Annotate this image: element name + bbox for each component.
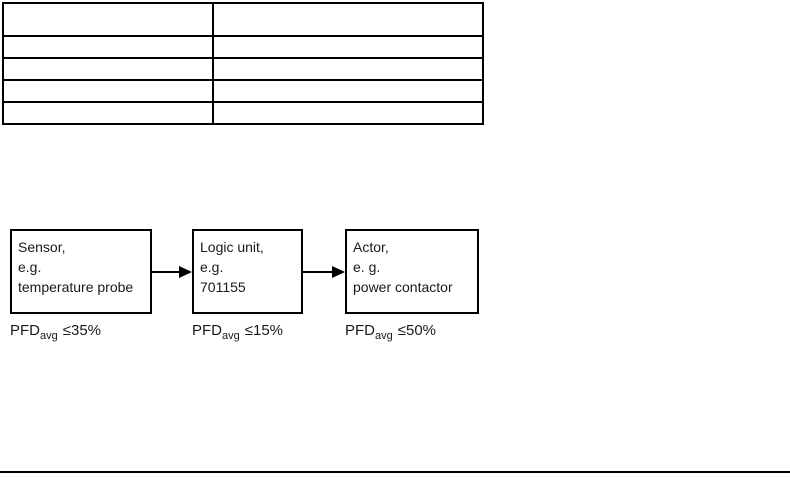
table-row: [1, 2, 484, 37]
box-line: Logic unit,: [200, 239, 264, 255]
actor-box: Actor, e. g. power contactor: [345, 229, 479, 314]
table-cell: [1, 79, 215, 103]
logic-unit-box: Logic unit, e.g. 701155: [192, 229, 303, 314]
table-row: [1, 101, 484, 125]
table-cell: [1, 101, 215, 125]
table-row: [1, 35, 484, 59]
box-line: e. g.: [353, 259, 381, 275]
table-cell: [1, 57, 215, 81]
pfd-label-actor: PFDavg ≤50%: [345, 322, 437, 342]
pfd-label-logic-unit: PFDavg ≤15%: [192, 322, 284, 342]
pfd-base: PFD: [192, 322, 222, 339]
box-line: e.g.: [200, 259, 224, 275]
pfd-base: PFD: [10, 322, 40, 339]
table-cell: [212, 35, 484, 59]
pfd-label-sensor: PFDavg ≤35%: [10, 322, 102, 342]
spec-table: [1, 2, 484, 125]
box-line: temperature probe: [18, 279, 134, 295]
table-cell: [212, 101, 484, 125]
pfd-value: ≤35%: [62, 322, 102, 339]
box-line: 701155: [200, 279, 246, 295]
arrow-right-icon: [303, 265, 345, 279]
pfd-subscript: avg: [375, 330, 393, 342]
table-row: [1, 79, 484, 103]
sensor-box: Sensor, e.g. temperature probe: [10, 229, 152, 314]
table-cell: [212, 2, 484, 37]
table-cell: [212, 57, 484, 81]
table-cell: [212, 79, 484, 103]
arrow-right-icon: [152, 265, 192, 279]
pfd-base: PFD: [345, 322, 375, 339]
box-line: e.g.: [18, 259, 42, 275]
footer-rule: [0, 471, 790, 473]
table-cell: [1, 2, 215, 37]
box-line: Actor,: [353, 239, 389, 255]
pfd-value: ≤50%: [397, 322, 437, 339]
box-line: Sensor,: [18, 239, 66, 255]
pfd-subscript: avg: [222, 330, 240, 342]
pfd-value: ≤15%: [244, 322, 284, 339]
table-cell: [1, 35, 215, 59]
box-line: power contactor: [353, 279, 453, 295]
table-row: [1, 57, 484, 81]
pfd-subscript: avg: [40, 330, 58, 342]
